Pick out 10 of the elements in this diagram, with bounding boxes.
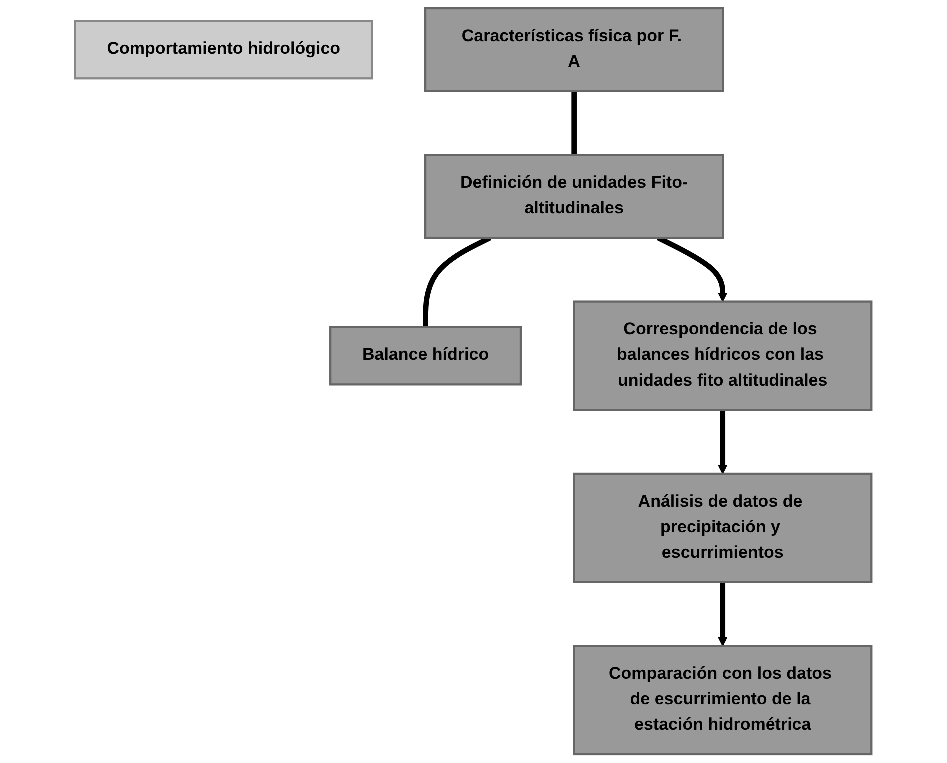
connector [572, 91, 577, 156]
node-box: Características física por F. A [424, 7, 724, 92]
node-box: Definición de unidades Fito-altitudinales [424, 154, 724, 240]
arrow [718, 410, 728, 474]
node-box: Correspondencia de los balances hídricos con las unidades fito altitudinales [573, 300, 873, 412]
node-box: Comparación con los datos de escurrimiento de la estación hidrométrica [573, 645, 873, 756]
node-box: Análisis de datos de precipitación y escurrimientos [573, 472, 873, 584]
node-box: Comportamiento hidrológico [74, 20, 374, 80]
node-box: Balance hídrico [330, 326, 522, 386]
arrow [718, 582, 728, 647]
